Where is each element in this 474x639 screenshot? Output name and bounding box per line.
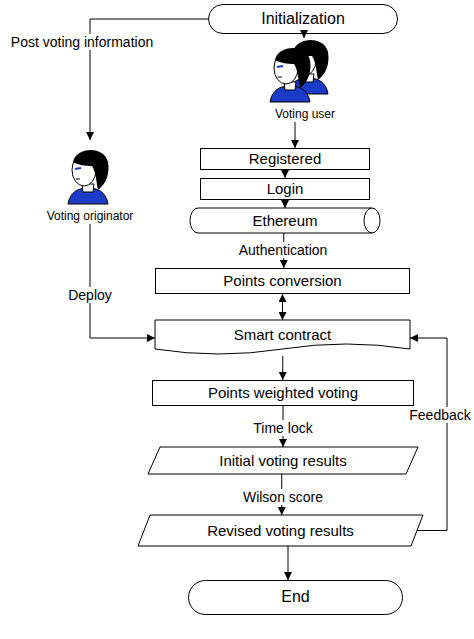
edge-label: Post voting information xyxy=(9,34,155,50)
node-label: Initialization xyxy=(261,10,345,28)
database-cylinder: Ethereum xyxy=(190,208,380,233)
node-label: Points conversion xyxy=(223,272,341,289)
node-label: Initial voting results xyxy=(219,452,347,469)
edge-label: Authentication xyxy=(237,242,330,258)
connector-arrow xyxy=(410,338,447,531)
terminal-box: Initialization xyxy=(208,4,398,34)
node-label: Login xyxy=(267,180,304,197)
connector-arrow xyxy=(288,546,289,580)
voting-originator-figure xyxy=(68,150,109,204)
terminal-box: End xyxy=(188,580,403,615)
connector-arrow xyxy=(285,200,286,208)
edge-label: Deploy xyxy=(66,287,114,303)
node-label: Voting originator xyxy=(47,210,134,224)
connector-arrow xyxy=(282,356,283,380)
document-shape: Smart contract xyxy=(155,320,410,356)
voting-user-figure xyxy=(270,40,329,102)
edge-label: Feedback xyxy=(407,407,472,423)
connector-arrow xyxy=(282,294,283,320)
connector-arrow xyxy=(285,170,286,178)
process-box: Registered xyxy=(200,148,370,170)
connector-arrow xyxy=(90,224,155,338)
io-parallelogram: Initial voting results xyxy=(148,447,418,474)
io-parallelogram: Revised voting results xyxy=(138,515,423,546)
node-label: Revised voting results xyxy=(207,522,354,539)
process-box: Points weighted voting xyxy=(152,380,414,406)
process-box: Points conversion xyxy=(155,268,410,294)
node-label: End xyxy=(281,588,309,606)
node-label: Points weighted voting xyxy=(208,384,358,401)
process-box: Login xyxy=(200,178,370,200)
node-label: Ethereum xyxy=(252,212,317,229)
connector-arrow xyxy=(295,122,296,148)
node-label: Registered xyxy=(249,150,322,167)
node-label: Smart contract xyxy=(234,326,332,343)
edge-label: Time lock xyxy=(251,420,314,436)
actor-figure: Voting originator xyxy=(35,140,145,224)
actor-figure: Voting user xyxy=(255,38,355,122)
edge-label: Wilson score xyxy=(241,489,325,505)
connector-arrow xyxy=(304,34,305,38)
node-label: Voting user xyxy=(275,108,335,122)
